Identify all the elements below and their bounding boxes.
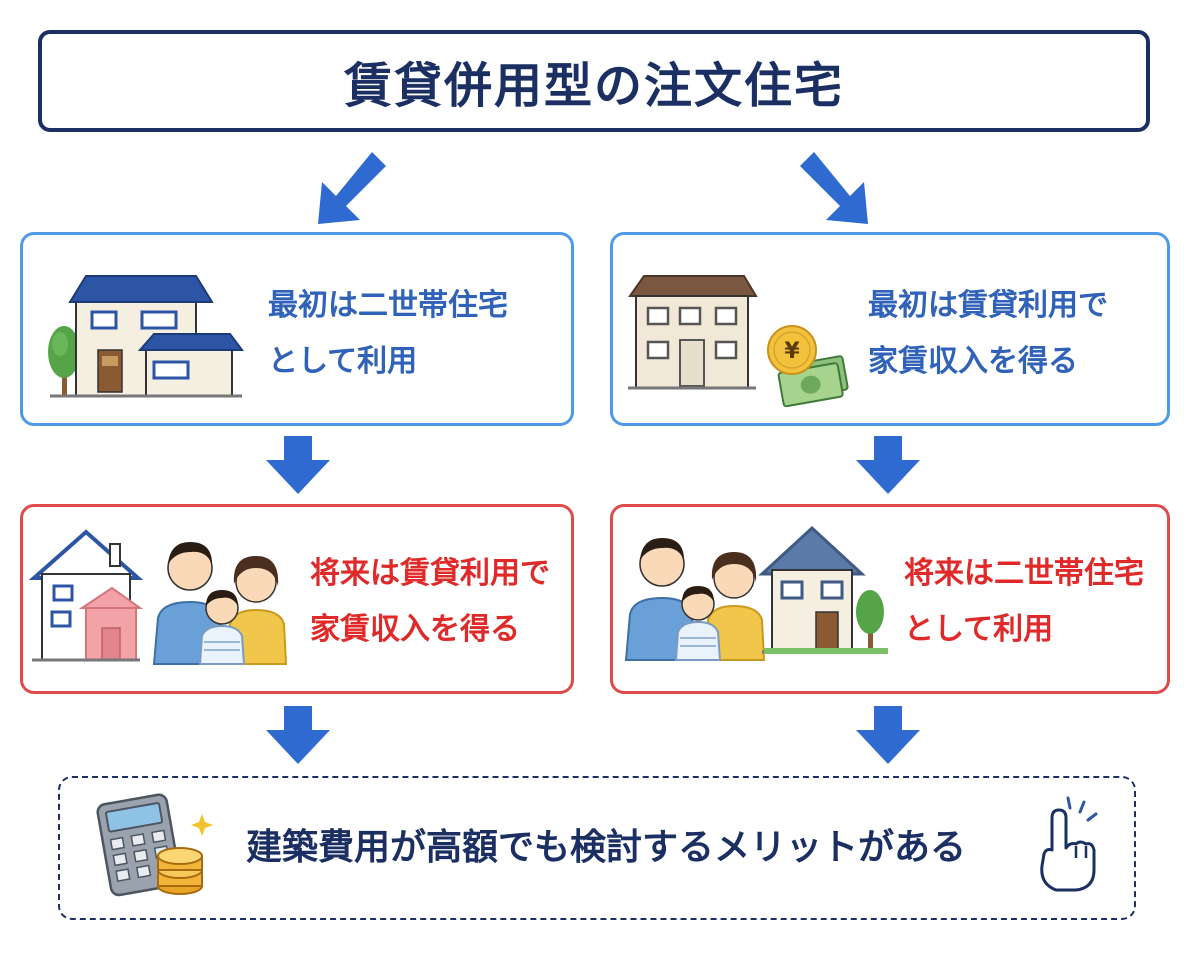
house-with-tree-icon	[758, 525, 888, 654]
arrow-down-left-1	[266, 436, 330, 494]
conclusion-box	[58, 776, 1136, 920]
family-icon	[624, 538, 766, 661]
calculator-coins-icon	[96, 793, 213, 897]
right-top-line2: 家賃収入を得る	[868, 344, 1078, 379]
right-top-line1: 最初は賃貸利用で	[868, 288, 1108, 323]
conclusion-text: 建築費用が高額でも検討するメリットがある	[246, 827, 967, 868]
title-box: 賃貸併用型の注文住宅	[38, 30, 1150, 132]
yen-symbol: ¥	[784, 339, 800, 364]
diagram-title: 賃貸併用型の注文住宅	[343, 58, 844, 114]
arrow-left-diagonal	[318, 152, 386, 224]
apartment-icon	[628, 275, 758, 390]
arrow-right-diagonal	[800, 152, 868, 224]
family-icon	[152, 542, 288, 665]
yen-money-icon: ¥	[767, 325, 849, 408]
right-bottom-line2: として利用	[904, 612, 1054, 647]
left-bottom-line1: 将来は賃貸利用で	[310, 556, 550, 591]
left-top-line1: 最初は二世帯住宅	[268, 288, 508, 323]
right-bottom-line1: 将来は二世帯住宅	[904, 556, 1144, 591]
two-story-house-icon	[48, 275, 244, 398]
left-bottom-line2: 家賃収入を得る	[310, 612, 520, 647]
arrow-down-left-2	[266, 706, 330, 764]
arrow-down-right-2	[856, 706, 920, 764]
rental-house-icon	[28, 529, 144, 662]
arrow-down-right-1	[856, 436, 920, 494]
left-top-line2: として利用	[268, 344, 418, 379]
left-bottom-card	[20, 504, 574, 694]
pointing-hand-icon	[1040, 796, 1098, 892]
